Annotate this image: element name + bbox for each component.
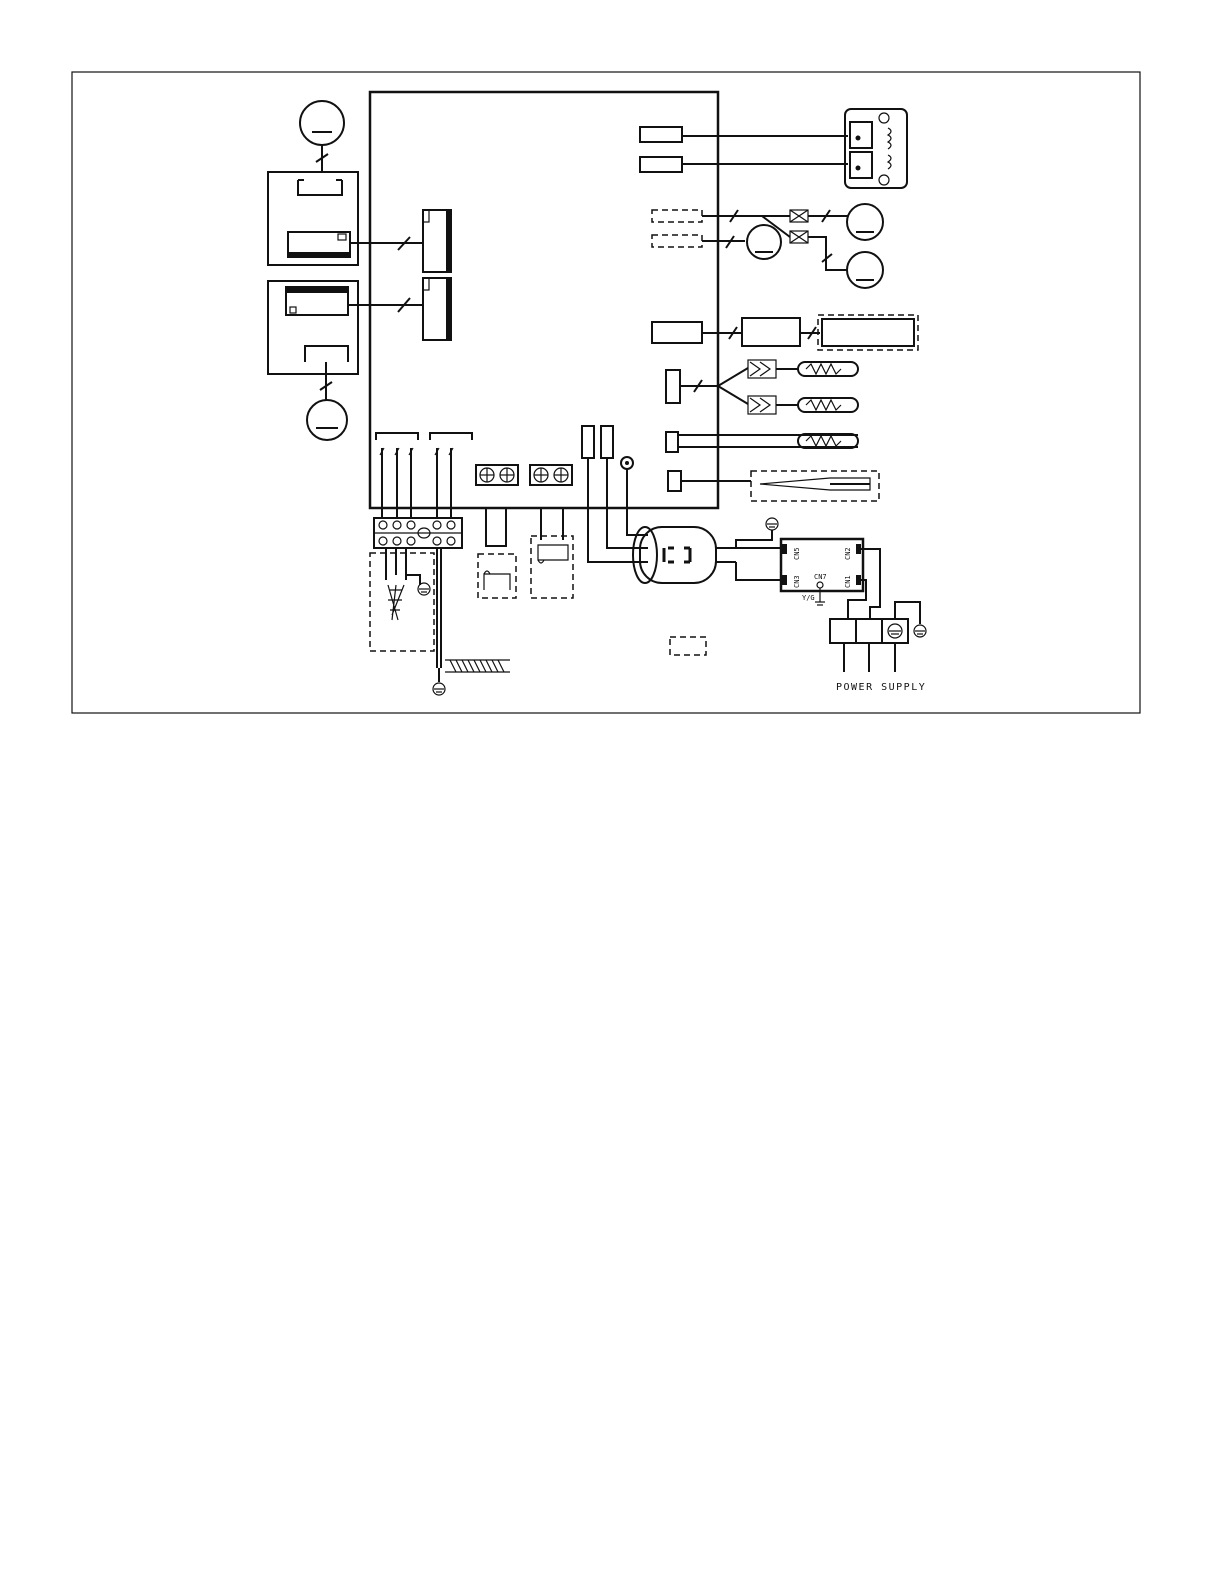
motor-right-3	[847, 252, 883, 288]
terminal-block	[370, 518, 510, 695]
display-connector-group	[652, 315, 918, 350]
pcb-bottom-connectors	[376, 433, 472, 518]
motor-top-left	[300, 101, 344, 145]
ferrite-reactor	[633, 518, 782, 583]
top-left-motor-group	[300, 101, 344, 172]
pcb-left-connectors	[423, 210, 452, 340]
cn2-label: CN2	[844, 547, 852, 560]
display-board-upper	[268, 172, 423, 265]
relay-outputs	[478, 508, 573, 598]
diagram-frame	[72, 72, 1140, 713]
filter-board: CN5 CN3 CN2 CN1 CN7 Y/G	[781, 539, 880, 619]
cn1-label: CN1	[844, 575, 852, 588]
motor-bottom-left	[307, 400, 347, 440]
motor-right-1	[747, 225, 781, 259]
cn5-label: CN5	[793, 547, 801, 560]
power-supply-terminal: POWER SUPPLY	[830, 602, 926, 693]
power-supply-label: POWER SUPPLY	[836, 682, 926, 693]
stepper-motors-group	[652, 204, 883, 288]
power-connectors-pcb	[582, 426, 648, 562]
cn3-label: CN3	[793, 575, 801, 588]
screw-terminals-pcb	[476, 465, 572, 485]
cn7-label: CN7	[814, 573, 827, 581]
yg-label: Y/G	[802, 594, 815, 602]
display-board-lower	[268, 281, 423, 440]
temperature-sensors-group	[666, 360, 858, 452]
motor-right-2	[847, 204, 883, 240]
transformer-group	[640, 109, 907, 188]
optional-component-box	[670, 637, 706, 655]
sensor-probe-group	[668, 471, 879, 501]
